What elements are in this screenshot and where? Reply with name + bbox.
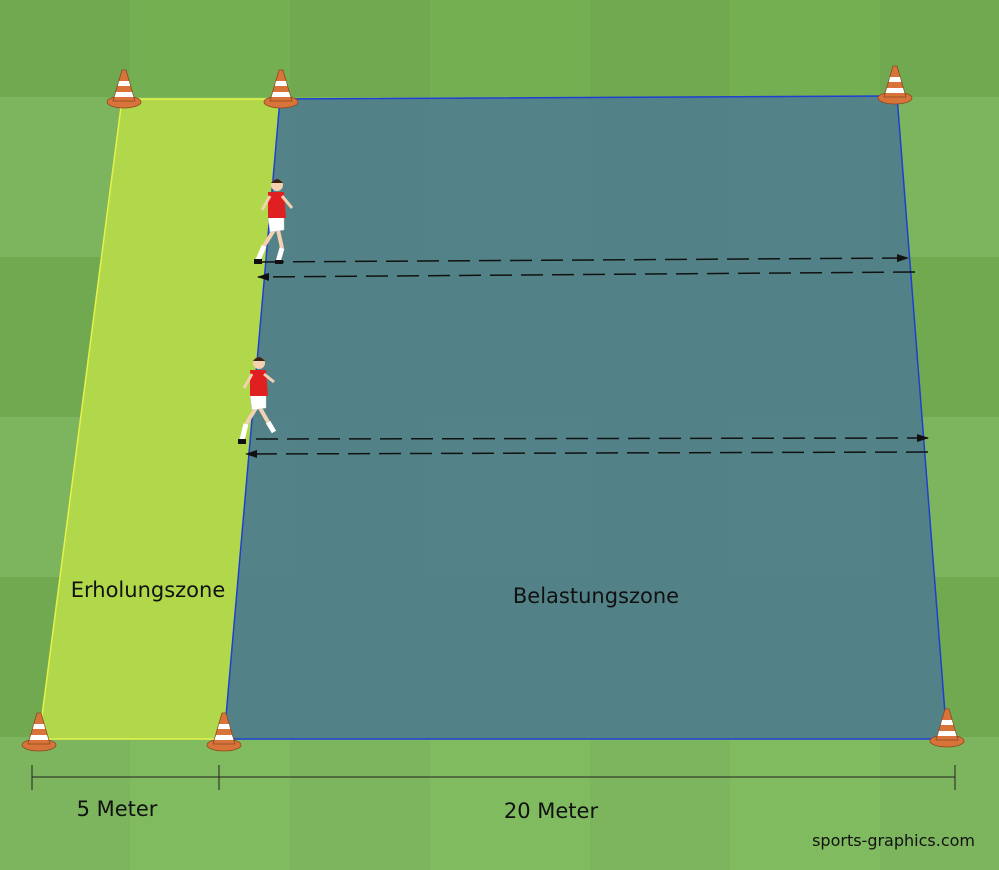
recovery-zone-label: Erholungszone [71, 578, 226, 602]
cone-icon [929, 708, 965, 748]
player-1 [254, 179, 294, 264]
cone-icon [21, 712, 57, 752]
cone-icon [106, 69, 142, 109]
path-out-arrow-1 [261, 254, 909, 263]
cone-icon [263, 69, 299, 109]
player-2 [238, 357, 277, 444]
running-paths [245, 254, 929, 458]
watermark: sports-graphics.com [812, 831, 975, 850]
path-out-arrow-2 [255, 434, 929, 443]
measurement-20m-label: 20 Meter [504, 799, 599, 823]
path-back-arrow-2 [245, 449, 929, 458]
cones [21, 65, 965, 752]
measurement-5m-label: 5 Meter [77, 797, 158, 821]
path-back-arrow-1 [257, 271, 916, 281]
cone-icon [877, 65, 913, 105]
measurement-lines [31, 765, 956, 790]
cone-icon [206, 712, 242, 752]
load-zone [223, 95, 948, 740]
load-zone-label: Belastungszone [513, 584, 679, 608]
